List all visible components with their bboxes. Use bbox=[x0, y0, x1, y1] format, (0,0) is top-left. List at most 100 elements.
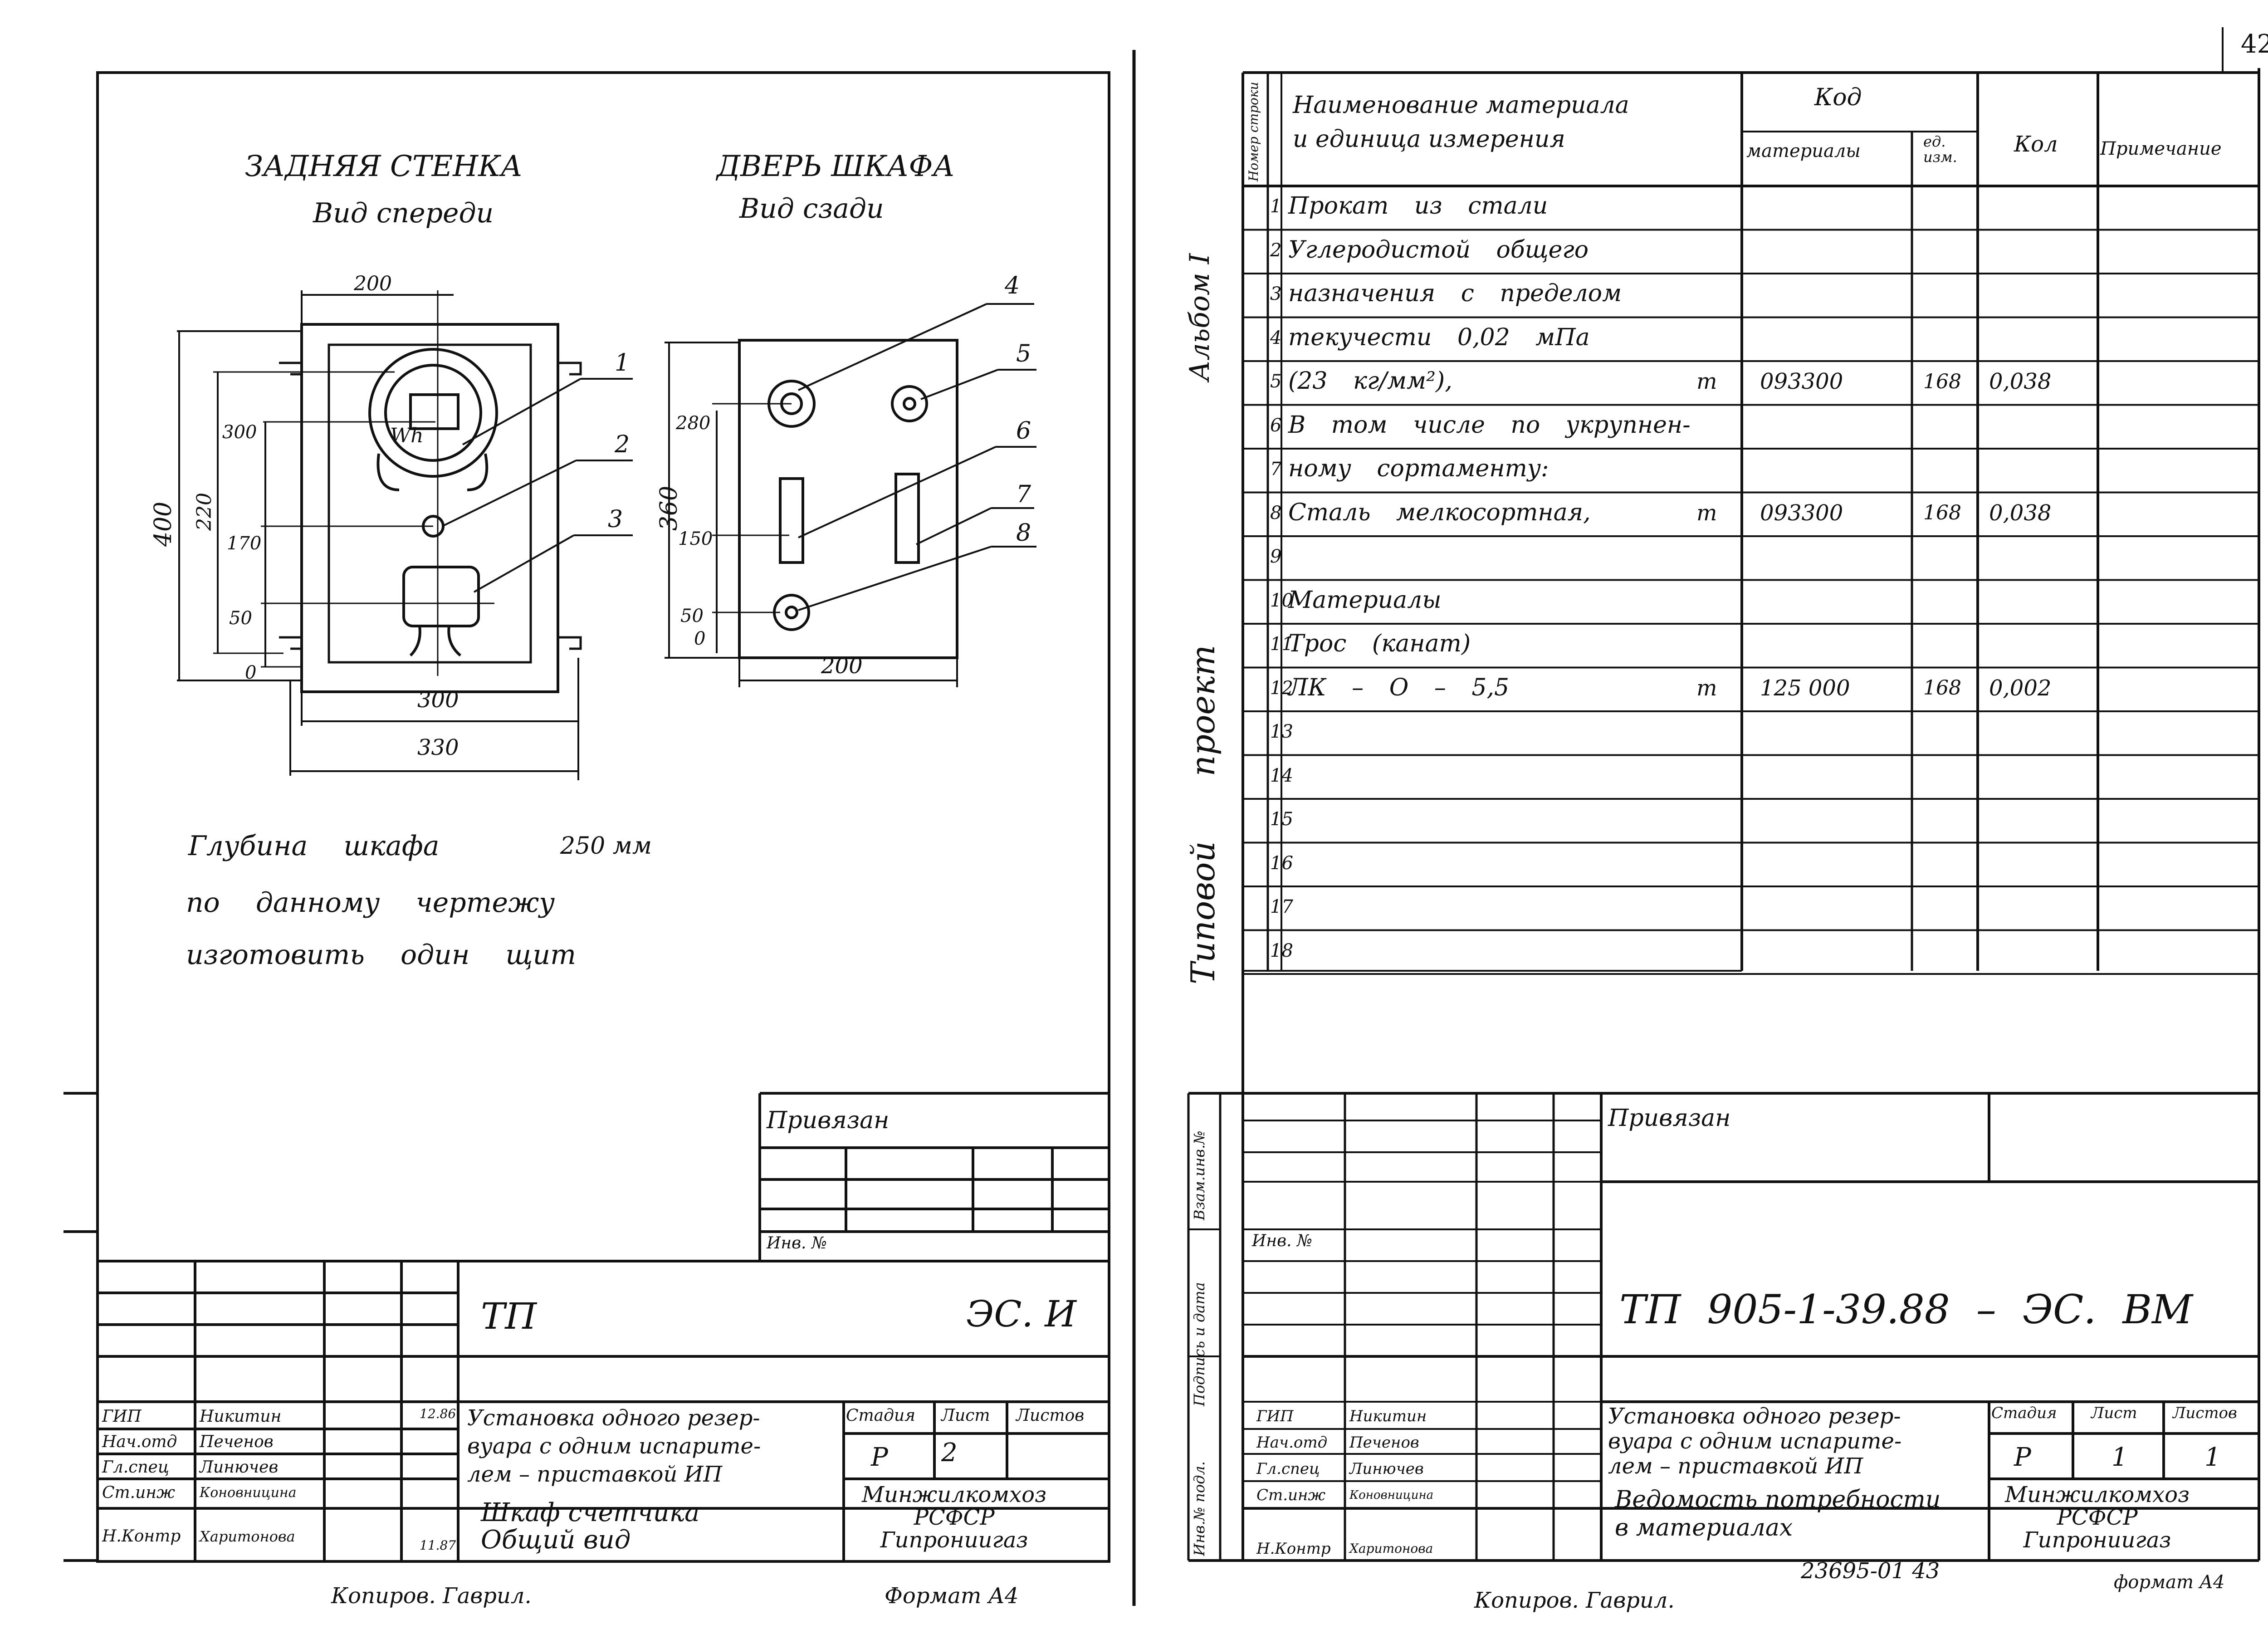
note-line2: по данному чертежу bbox=[186, 887, 555, 919]
name-linyuchev: Линючев bbox=[200, 1458, 279, 1477]
note-line1: Глубина шкафа bbox=[188, 830, 440, 862]
side-signature-date: Подпись и дата bbox=[1191, 1282, 1208, 1406]
row-number: 13 bbox=[1270, 721, 1293, 743]
row-number: 18 bbox=[1270, 940, 1293, 961]
right-stage-header: Стадия bbox=[1991, 1404, 2057, 1422]
left-names: Никитин Печенов Линючев Коновницина Хари… bbox=[200, 1404, 297, 1549]
callout-2: 2 bbox=[615, 431, 630, 458]
row-code: 125 000 bbox=[1760, 675, 1850, 701]
right-sheet-header: Лист bbox=[2091, 1404, 2137, 1422]
row-code: 093300 bbox=[1760, 369, 1843, 395]
right-title: Установка одного резер- вуара с одним ис… bbox=[1608, 1404, 1902, 1479]
right-format: формат А4 bbox=[2114, 1572, 2225, 1593]
left-code-es: ЭС. И bbox=[966, 1293, 1077, 1335]
right-sheets-header: Листов bbox=[2173, 1404, 2237, 1422]
back-wall-view: Вид спереди bbox=[313, 197, 494, 229]
row-name: текучести 0,02 мПа bbox=[1288, 323, 1590, 351]
row-number: 2 bbox=[1270, 240, 1282, 261]
dim-300-vert: 300 bbox=[222, 422, 257, 443]
side-project: Типовой проект bbox=[1184, 645, 1222, 984]
row-unit-code: 168 bbox=[1923, 676, 1961, 700]
row-unit: т bbox=[1696, 369, 1717, 395]
row-number: 7 bbox=[1270, 459, 1282, 480]
header-qty: Кол bbox=[2014, 132, 2058, 157]
note-line3: изготовить один щит bbox=[186, 939, 577, 971]
left-drawing-name: Шкаф счетчика Общий вид bbox=[481, 1498, 700, 1555]
callout-3: 3 bbox=[608, 506, 623, 533]
left-sheet-value: 2 bbox=[941, 1438, 958, 1468]
dim-280: 280 bbox=[676, 413, 711, 434]
row-qty: 0,038 bbox=[1989, 369, 2052, 395]
row-number: 17 bbox=[1270, 896, 1293, 918]
role-n-kontr: Н.Контр bbox=[1256, 1540, 1331, 1558]
row-number: 15 bbox=[1270, 809, 1293, 830]
left-date: 11.87 bbox=[420, 1538, 456, 1553]
role-st-inzh: Ст.инж bbox=[102, 1483, 175, 1502]
row-number: 12 bbox=[1270, 677, 1293, 699]
dim-50-a: 50 bbox=[229, 608, 252, 629]
left-format: Формат А4 bbox=[885, 1583, 1019, 1609]
side-vzam-inv: Взам.инв.№ bbox=[1191, 1130, 1208, 1220]
callout-6: 6 bbox=[1016, 417, 1031, 445]
row-number: 6 bbox=[1270, 415, 1282, 436]
right-code: ТП 905-1-39.88 – ЭС. ВМ bbox=[1619, 1286, 2193, 1333]
row-number: 14 bbox=[1270, 765, 1293, 786]
dim-360: 360 bbox=[655, 485, 683, 531]
row-number: 9 bbox=[1270, 546, 1282, 567]
dim-330: 330 bbox=[417, 735, 459, 760]
dim-50-b: 50 bbox=[680, 606, 704, 626]
left-code-tp: ТП bbox=[481, 1295, 537, 1337]
row-number: 11 bbox=[1270, 634, 1293, 655]
note-depth: 250 мм bbox=[560, 832, 652, 860]
page-number: 42 bbox=[2241, 29, 2268, 59]
name-konovnicina: Коновницина bbox=[1349, 1488, 1434, 1502]
row-name: ному сортаменту: bbox=[1288, 455, 1549, 483]
dim-170: 170 bbox=[227, 533, 262, 554]
row-unit-code: 168 bbox=[1923, 370, 1961, 393]
door-title: ДВЕРЬ ШКАФА bbox=[717, 150, 955, 183]
row-number: 10 bbox=[1270, 590, 1293, 611]
role-st-inzh: Ст.инж bbox=[1256, 1486, 1326, 1504]
role-n-kontr: Н.Контр bbox=[102, 1527, 181, 1546]
name-pechenov: Печенов bbox=[200, 1433, 274, 1451]
callout-1: 1 bbox=[615, 349, 630, 377]
name-konovnicina: Коновницина bbox=[200, 1485, 297, 1501]
row-code: 093300 bbox=[1760, 500, 1843, 526]
dim-200-top: 200 bbox=[354, 272, 392, 295]
name-haritonova: Харитонова bbox=[1349, 1541, 1433, 1556]
left-sheets-header: Листов bbox=[1016, 1406, 1085, 1425]
left-stage-value: Р bbox=[871, 1443, 888, 1472]
header-name: Наименование материала и единица измерен… bbox=[1293, 92, 1629, 153]
row-number: 8 bbox=[1270, 502, 1282, 523]
name-haritonova: Харитонова bbox=[200, 1528, 295, 1545]
header-code: Код bbox=[1814, 84, 1862, 111]
row-name: Трос (канат) bbox=[1288, 630, 1471, 658]
name-nikitin: Никитин bbox=[1349, 1407, 1427, 1425]
callout-8: 8 bbox=[1016, 519, 1031, 547]
row-number: 16 bbox=[1270, 852, 1293, 874]
header-note: Примечание bbox=[2100, 138, 2222, 159]
row-number: 3 bbox=[1270, 284, 1282, 305]
header-code-unit: ед. изм. bbox=[1923, 133, 1957, 166]
row-unit: т bbox=[1696, 675, 1717, 701]
role-gl-spec: Гл.спец bbox=[102, 1458, 169, 1477]
right-copied: Копиров. Гаврил. bbox=[1474, 1588, 1675, 1613]
role-nach-otd: Нач.отд bbox=[1256, 1433, 1328, 1452]
callout-7: 7 bbox=[1016, 481, 1031, 508]
left-sheet-header: Лист bbox=[941, 1406, 990, 1425]
name-pechenov: Печенов bbox=[1349, 1433, 1419, 1452]
left-roles: ГИП Нач.отд Гл.спец Ст.инж Н.Контр bbox=[102, 1404, 181, 1549]
left-stage-header: Стадия bbox=[846, 1406, 915, 1425]
left-copied: Копиров. Гаврил. bbox=[331, 1583, 532, 1609]
right-sheet-value: 1 bbox=[2112, 1443, 2128, 1472]
left-org: Минжилкомхоз РСФСР Гипрониигаз bbox=[862, 1482, 1047, 1553]
dim-200-bottom: 200 bbox=[821, 653, 863, 679]
dim-0-b: 0 bbox=[694, 628, 706, 649]
row-name: В том числе по укрупнен- bbox=[1288, 411, 1691, 439]
side-inv-podl: Инв.№ подл. bbox=[1191, 1461, 1208, 1556]
header-code-material: материалы bbox=[1746, 141, 1861, 161]
callout-5: 5 bbox=[1016, 340, 1031, 367]
archive-number: 23695-01 43 bbox=[1801, 1558, 1940, 1584]
row-unit: т bbox=[1696, 500, 1717, 526]
